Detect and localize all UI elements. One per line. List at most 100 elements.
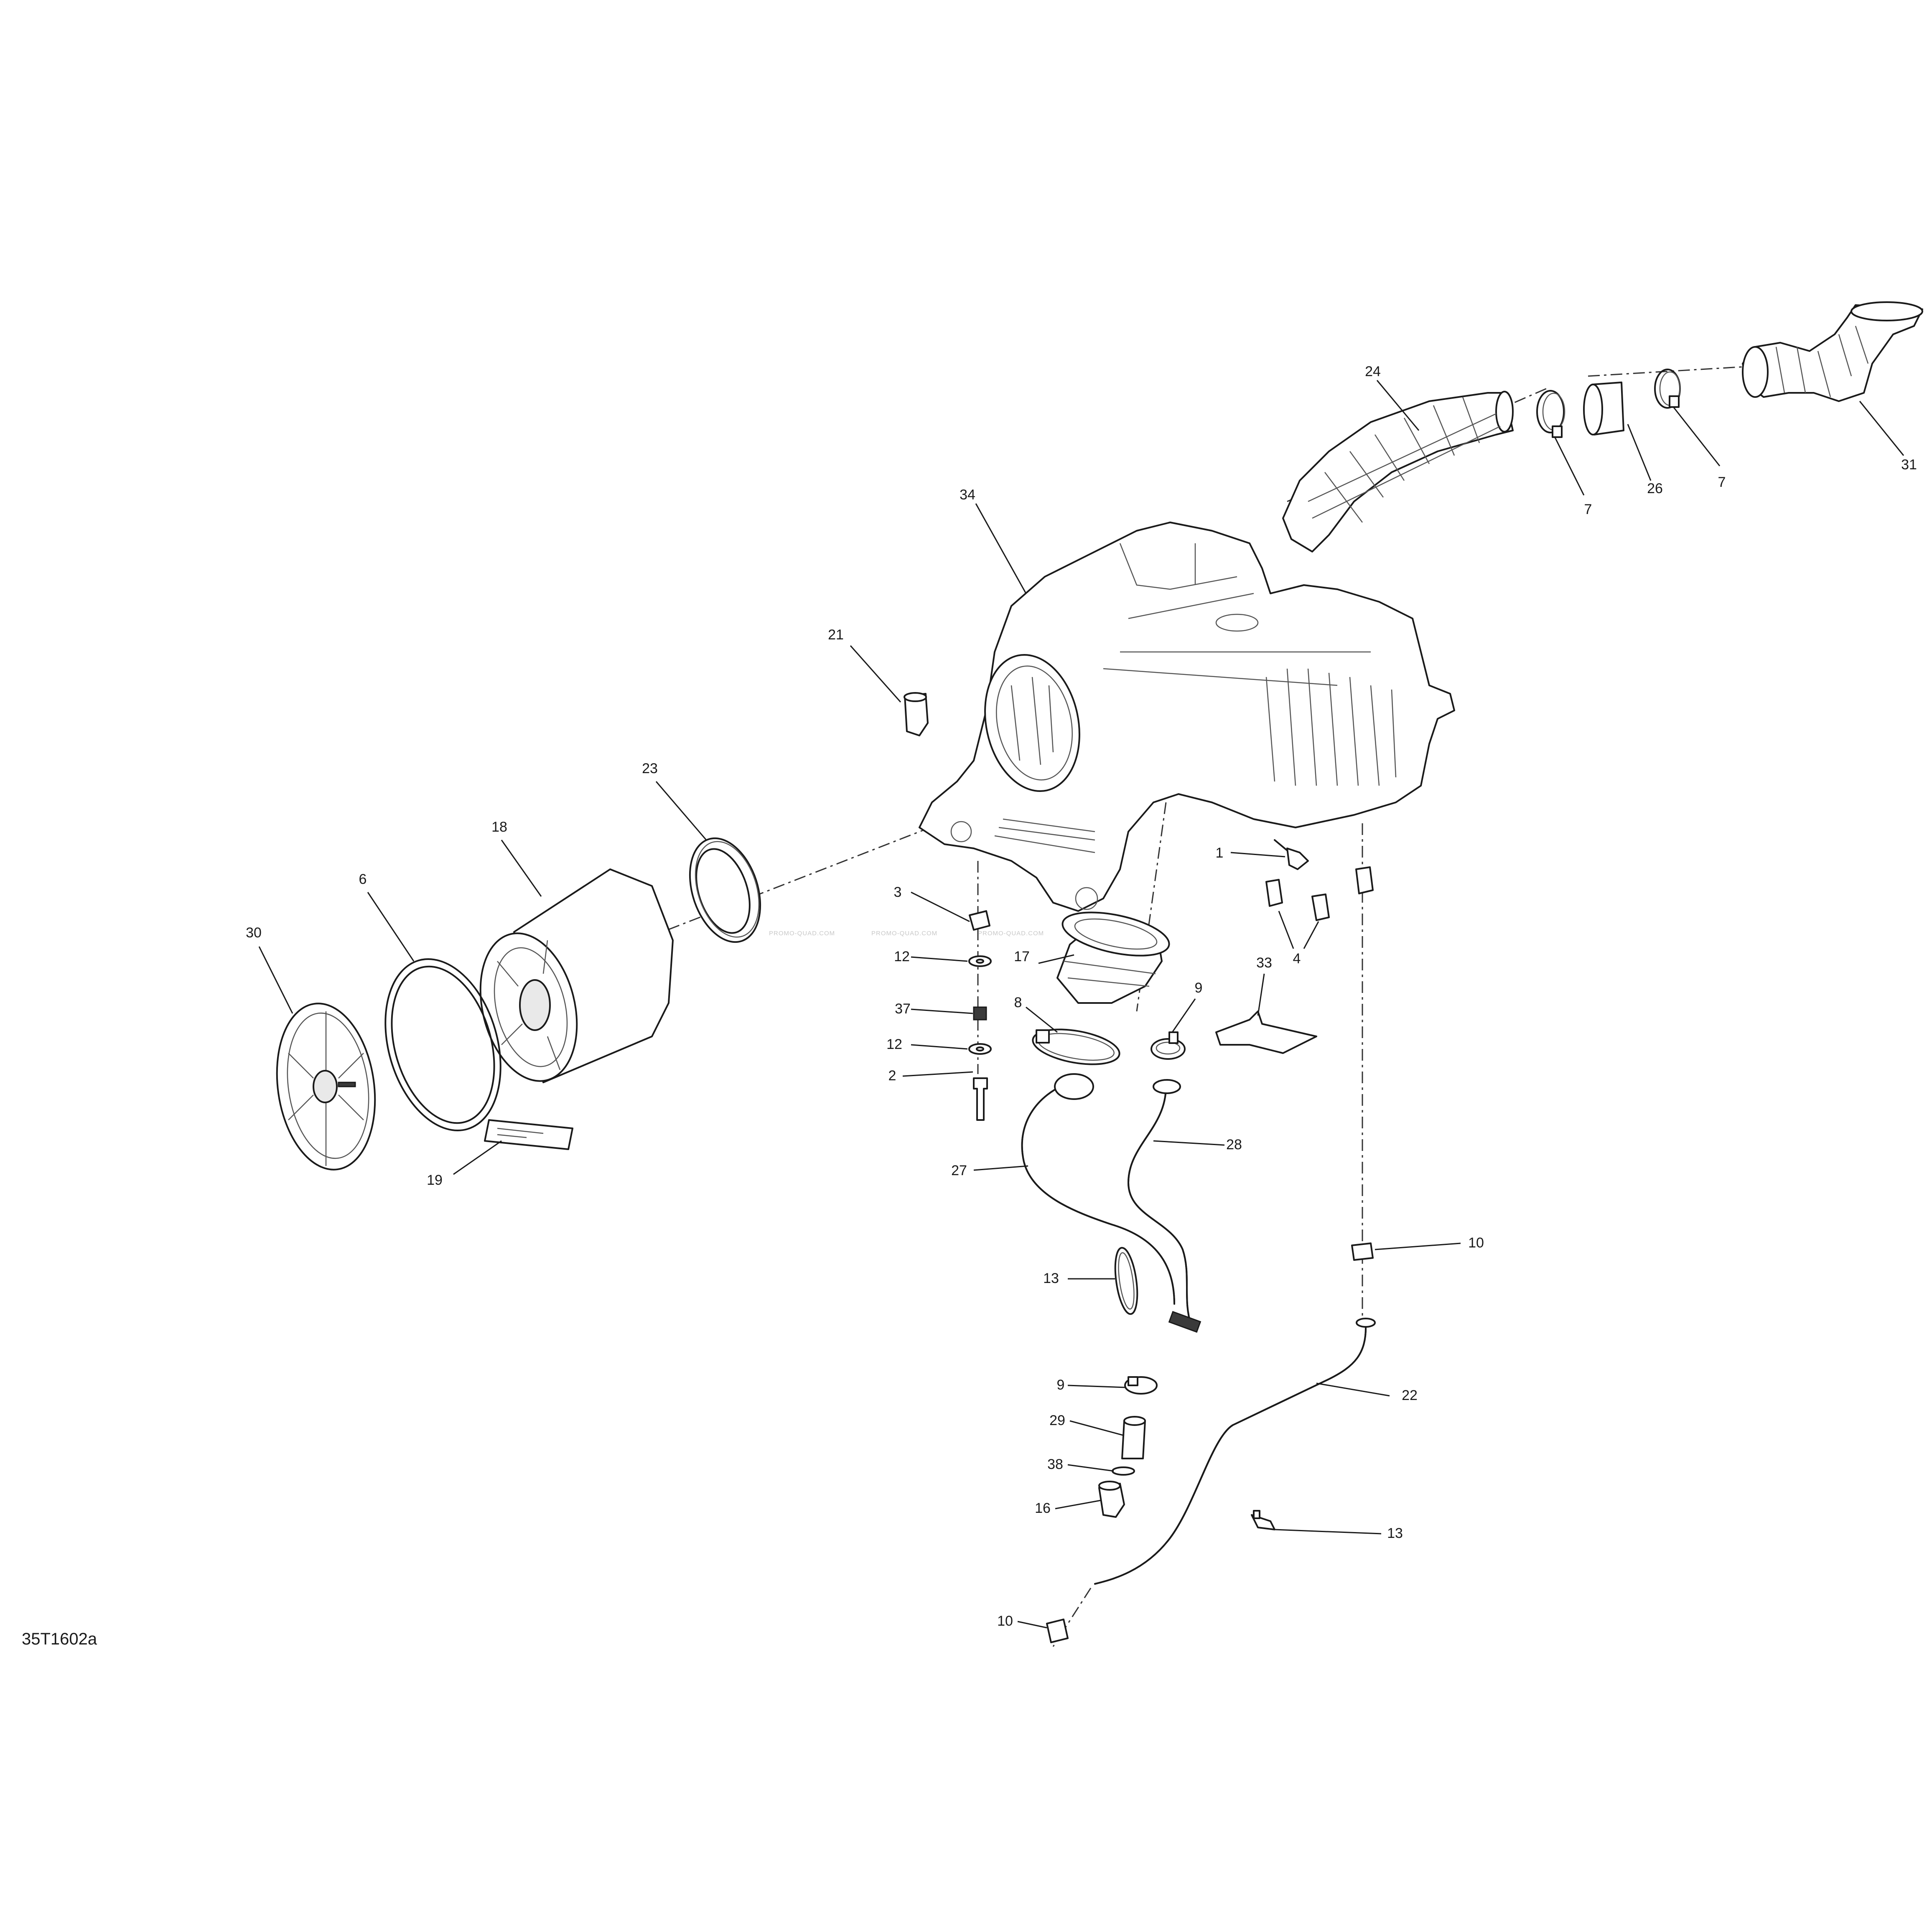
clip-10-upper bbox=[1351, 1242, 1374, 1261]
intake-duct-long-ribs bbox=[1308, 413, 1501, 519]
check-valve-tip bbox=[1253, 1510, 1260, 1519]
filter-cover-spokes bbox=[288, 1011, 364, 1166]
leader-19 bbox=[453, 1140, 502, 1175]
watermark-3: PROMO-QUAD.COM bbox=[978, 930, 1044, 937]
callout-18: 18 bbox=[491, 819, 507, 835]
hose-28-end bbox=[1153, 1079, 1181, 1094]
leader-16 bbox=[1055, 1499, 1102, 1509]
callout-12a: 12 bbox=[894, 949, 910, 965]
callout-7a: 7 bbox=[1584, 501, 1592, 517]
adapter-boot-flange-inner bbox=[1074, 918, 1158, 950]
screw-1-shank bbox=[1274, 839, 1288, 851]
adapter-boot-flange bbox=[1061, 911, 1170, 957]
filter-seal-ring bbox=[689, 837, 761, 943]
centerline-drain-lower-axis bbox=[1052, 1588, 1092, 1647]
filter-cover-rim bbox=[287, 1012, 369, 1159]
mounting-tab-top bbox=[904, 692, 927, 702]
filter-cover bbox=[276, 1003, 376, 1171]
leader-34 bbox=[975, 503, 1027, 594]
figure-reference-code: 35T1602a bbox=[22, 1630, 97, 1648]
heat-shield bbox=[1215, 1011, 1317, 1054]
watermark-1: PROMO-QUAD.COM bbox=[769, 930, 835, 937]
leader-37 bbox=[911, 1008, 973, 1014]
leader-9b bbox=[1067, 1385, 1127, 1388]
o-ring-13 bbox=[1114, 1247, 1138, 1315]
hose-27-end bbox=[1054, 1073, 1094, 1100]
callout-23: 23 bbox=[642, 761, 658, 776]
callout-38: 38 bbox=[1047, 1456, 1063, 1472]
spring-clip-38 bbox=[1112, 1466, 1135, 1476]
seal-ring-inner bbox=[695, 848, 751, 934]
air-filter-center-hole bbox=[519, 979, 551, 1031]
air-filter-cap-spokes bbox=[497, 940, 561, 1070]
coupling-sleeve-end bbox=[1583, 384, 1603, 435]
callout-8: 8 bbox=[1014, 995, 1022, 1011]
nut-3 bbox=[969, 910, 990, 931]
adapter-boot-ribs bbox=[1063, 960, 1156, 987]
callout-12b: 12 bbox=[886, 1036, 902, 1052]
hose-28-fill bbox=[1128, 1086, 1192, 1326]
filter-o-ring bbox=[384, 958, 501, 1132]
callout-19: 19 bbox=[427, 1172, 443, 1188]
bolt-2 bbox=[973, 1077, 988, 1121]
housing-top-boss bbox=[1215, 613, 1259, 632]
seal-ring-groove bbox=[695, 841, 760, 938]
leader-1 bbox=[1230, 852, 1285, 858]
housing-side-ribs bbox=[1265, 668, 1397, 786]
clamp-9-upper-inner bbox=[1156, 1041, 1181, 1055]
filter-cover-brand-plate bbox=[338, 1082, 356, 1087]
leader-21 bbox=[850, 645, 901, 703]
leader-22 bbox=[1316, 1382, 1390, 1397]
clip-nut-right bbox=[1355, 866, 1374, 894]
callout-24: 24 bbox=[1365, 364, 1381, 379]
tube-29-top bbox=[1123, 1416, 1146, 1426]
clip-10-lower bbox=[1046, 1619, 1069, 1643]
callout-17: 17 bbox=[1014, 949, 1030, 965]
leader-3 bbox=[911, 891, 970, 922]
leader-26 bbox=[1627, 424, 1652, 481]
callout-31: 31 bbox=[1901, 457, 1917, 473]
callout-2: 2 bbox=[888, 1068, 896, 1084]
leader-10a bbox=[1375, 1242, 1461, 1250]
inlet-elbow-ribs bbox=[1775, 326, 1869, 397]
leader-28 bbox=[1153, 1140, 1225, 1146]
leader-12a bbox=[911, 956, 968, 962]
callout-7b: 7 bbox=[1718, 474, 1726, 490]
leader-lines bbox=[258, 380, 1904, 1629]
leader-4a bbox=[1278, 911, 1294, 949]
grommet-37 bbox=[973, 1006, 987, 1021]
callout-1: 1 bbox=[1216, 845, 1224, 861]
housing-surface-lines bbox=[1103, 593, 1371, 686]
leader-29 bbox=[1069, 1420, 1125, 1436]
callout-34: 34 bbox=[960, 487, 975, 503]
large-clamp-screw bbox=[1036, 1029, 1050, 1044]
o-ring-13-band bbox=[1114, 1247, 1138, 1315]
leader-4b bbox=[1303, 921, 1319, 949]
drain-tube bbox=[1094, 1318, 1376, 1585]
hose-28 bbox=[1128, 1079, 1201, 1333]
o-ring-inner bbox=[391, 965, 495, 1124]
clamp-9-upper-screw bbox=[1168, 1031, 1179, 1044]
clamp-9-lower-screw bbox=[1128, 1376, 1138, 1386]
leader-13b bbox=[1274, 1529, 1382, 1535]
housing-base-grille bbox=[994, 818, 1095, 853]
leader-31 bbox=[1859, 401, 1904, 456]
clamp-7b-screw-head bbox=[1669, 395, 1680, 408]
callout-30: 30 bbox=[246, 925, 262, 941]
clip-10-upper-body bbox=[1351, 1242, 1374, 1261]
leader-6 bbox=[367, 892, 415, 962]
warning-label bbox=[484, 1119, 573, 1150]
large-clamp bbox=[1032, 1028, 1120, 1065]
leader-12b bbox=[911, 1044, 968, 1050]
housing-mount-hole bbox=[950, 821, 972, 843]
callout-33: 33 bbox=[1256, 955, 1272, 971]
screw-1 bbox=[1274, 839, 1309, 870]
housing-body bbox=[919, 522, 1455, 912]
hose-27-fill bbox=[1021, 1082, 1175, 1305]
coupling-sleeve bbox=[1583, 382, 1624, 435]
watermark-2: PROMO-QUAD.COM bbox=[871, 930, 937, 937]
inlet-elbow bbox=[1742, 301, 1923, 402]
callout-labels: 24 7 26 7 31 34 21 23 18 6 30 19 1 4 3 1… bbox=[246, 364, 1917, 1629]
clamp-7b bbox=[1654, 369, 1681, 409]
inlet-elbow-mouth bbox=[1851, 301, 1923, 321]
